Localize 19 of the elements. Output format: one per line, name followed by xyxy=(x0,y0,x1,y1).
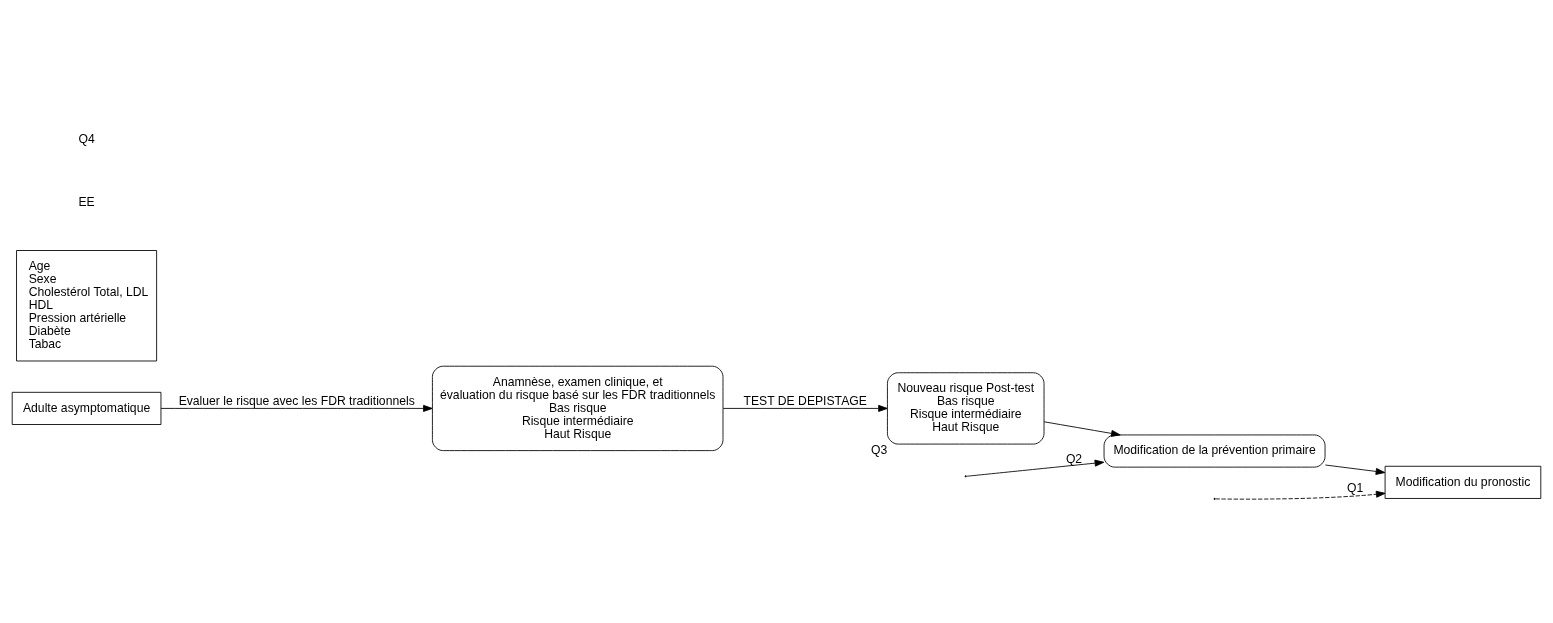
node-box: Modification de la prévention primaire xyxy=(1103,434,1326,468)
node-label: Q3 xyxy=(871,442,888,457)
label: EE xyxy=(78,195,95,210)
node-box: Age Sexe Cholestérol Total, LDL HDL Pression artérielle Diabète Tabac xyxy=(16,250,158,362)
node-box: Modification du pronostic xyxy=(1384,465,1542,499)
label: Q4 xyxy=(78,131,95,146)
node-box: Anamnèse, examen clinique, et évaluation du risque basé sur les FDR traditionnels Bas risque Risque intermédiaire Haut Risque xyxy=(431,365,724,452)
edge-label: Evaluer le risque avec les FDR traditionnels xyxy=(178,394,415,409)
arrow xyxy=(1324,464,1386,475)
edge-label: Q1 xyxy=(1346,481,1364,496)
arrow xyxy=(722,404,888,412)
node-box: Adulte asymptomatique xyxy=(11,391,162,425)
edge-label: Q2 xyxy=(1065,451,1083,466)
edge-label: TEST DE DEPISTAGE xyxy=(743,394,867,409)
arrow xyxy=(1215,490,1386,500)
node-box: Nouveau risque Post-test Bas risque Risque intermédiaire Haut Risque xyxy=(887,372,1045,445)
arrow xyxy=(1043,421,1121,437)
arrow xyxy=(160,404,433,412)
arrow xyxy=(966,459,1105,477)
